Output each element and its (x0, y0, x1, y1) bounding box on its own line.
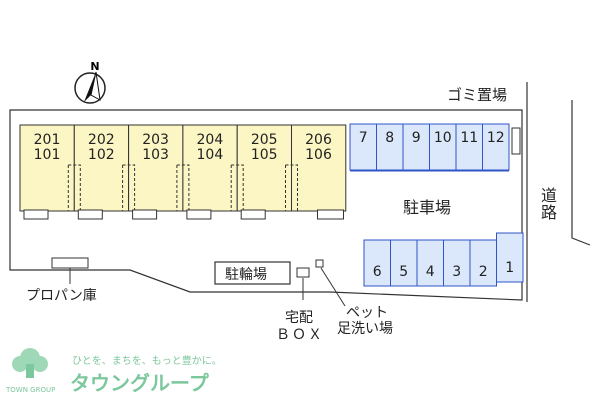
road-label-1: 道 (541, 186, 558, 205)
parking-row-top: 7 8 9 10 11 12 (349, 123, 510, 172)
delivery-box-label-2: ＢＯＸ (276, 327, 324, 343)
unit-number-lower: 103 (142, 147, 169, 163)
logo-tagline: ひとを、まちを、もっと豊かに。 (72, 356, 222, 367)
logo-small-text: TOWN GROUP (6, 386, 56, 394)
parking-space-number: 6 (373, 264, 382, 280)
parking-space-number: 2 (479, 264, 488, 280)
unit-number-lower: 106 (305, 147, 332, 163)
unit-number-lower: 102 (87, 147, 115, 163)
parking-space (482, 123, 510, 171)
unit-number-upper: 205 (250, 132, 278, 148)
parking-space (469, 239, 497, 287)
compass-north-label: N (90, 60, 99, 73)
unit-meter-box (23, 209, 49, 220)
unit-number-upper: 202 (87, 132, 115, 148)
delivery-box-label-1: 宅配 (285, 310, 313, 326)
parking-space (363, 239, 391, 287)
parking-space (390, 239, 418, 287)
tree-logo-icon (12, 348, 48, 378)
pet-leader-line (320, 267, 346, 307)
parking-space-number: 12 (487, 130, 505, 146)
parking-space-number: 3 (452, 264, 461, 280)
unit-divider-dashed (285, 164, 298, 211)
unit-block (236, 124, 292, 212)
unit-meter-box (186, 209, 212, 220)
parking-space (443, 239, 471, 287)
pet-wash-label-2: 足洗い場 (337, 321, 393, 337)
road-label-2: 路 (541, 203, 558, 222)
unit-block (73, 124, 130, 212)
unit-number-upper: 206 (305, 132, 332, 148)
parking-space-number: 5 (399, 264, 408, 280)
garbage-area-label: ゴミ置場 (447, 86, 508, 104)
unit-number-upper: 204 (196, 132, 224, 148)
unit-number-upper: 201 (33, 132, 61, 148)
bicycle-parking-label: 駐輪場 (225, 267, 267, 283)
logo-name: タウングループ (70, 371, 209, 395)
bicycle-parking-box (214, 261, 291, 285)
unit-divider-dashed (231, 164, 244, 211)
unit-block (19, 124, 75, 212)
unit-number-lower: 105 (250, 147, 278, 163)
unit-number-lower: 104 (196, 147, 224, 163)
north-compass (74, 71, 106, 104)
parking-space (496, 232, 524, 283)
unit-block (291, 124, 347, 212)
unit-meter-box (240, 209, 266, 220)
parking-lot-label: 駐車場 (403, 198, 452, 217)
parking-space-number: 4 (426, 264, 435, 280)
propane-storage-label: プロパン庫 (26, 288, 97, 304)
parking-space-number: 1 (505, 260, 514, 276)
parking-row-bottom: 6 5 4 3 2 1 (363, 232, 524, 287)
unit-number-lower: 101 (33, 147, 61, 163)
unit-number-upper: 203 (142, 132, 169, 148)
parking-space-number: 7 (359, 130, 368, 146)
delivery-box-marker (296, 267, 310, 278)
unit-meter-box (317, 209, 344, 220)
unit-divider-dashed (68, 164, 81, 211)
unit-meter-box (77, 209, 103, 220)
unit-meter-box (132, 209, 158, 220)
unit-divider-dashed (122, 164, 136, 211)
propane-box (51, 257, 89, 269)
unit-divider-dashed (176, 164, 190, 211)
parking-space-number: 8 (385, 130, 394, 146)
parking-space (376, 123, 404, 171)
apartment-units (19, 124, 347, 220)
garbage-area-box (511, 127, 521, 155)
unit-block (128, 124, 184, 212)
parking-space (455, 123, 483, 171)
parking-space-number: 10 (434, 130, 452, 146)
parking-space (349, 123, 377, 171)
parking-space (416, 239, 444, 287)
pet-wash-marker (315, 259, 324, 268)
pet-wash-label-1: ペット (346, 305, 388, 321)
parking-space-number: 11 (460, 130, 478, 146)
parking-space-number: 9 (412, 130, 421, 146)
road-edge-line-right (571, 100, 591, 246)
